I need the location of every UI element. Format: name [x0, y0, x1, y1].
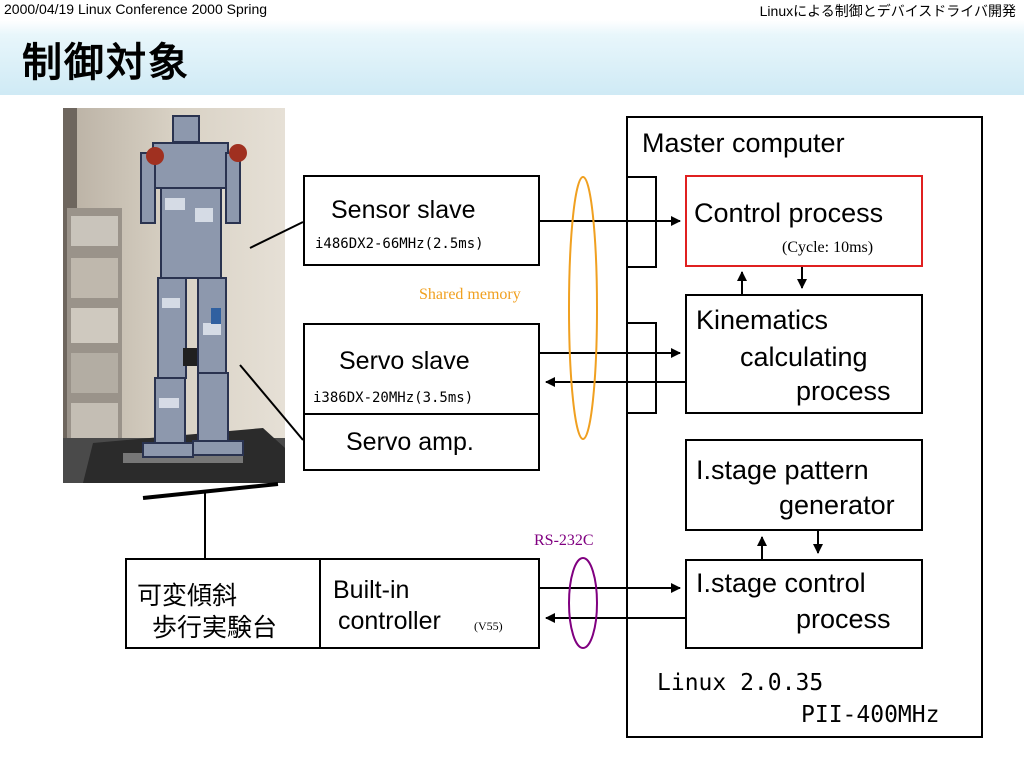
servo-amp-box — [303, 413, 540, 471]
pattern-generator-box — [685, 439, 923, 531]
control-process-label: Control process — [694, 198, 884, 228]
control-process-box — [685, 175, 923, 267]
stage-control-box — [685, 559, 923, 649]
stage-control-line1: I.stage control — [696, 568, 866, 598]
pattern-generator-line1: I.stage pattern — [696, 455, 869, 485]
header-band — [0, 0, 1024, 95]
kinematics-line2: calculating — [740, 342, 868, 372]
servo-slave-label: Servo slave — [339, 347, 470, 375]
builtin-line2: controller — [338, 607, 441, 635]
cpu-label: PII-400MHz — [801, 702, 940, 728]
builtin-controller-box — [319, 558, 540, 649]
kinematics-line3: process — [796, 376, 891, 406]
rs232c-label: RS-232C — [534, 532, 594, 549]
sensor-slave-box — [303, 175, 540, 266]
shared-memory-label: Shared memory — [419, 286, 521, 303]
robot-photo — [63, 108, 285, 483]
sensor-slave-label: Sensor slave — [331, 196, 476, 224]
walking-table-box — [125, 558, 321, 649]
walking-table-line1: 可変傾斜 — [137, 583, 238, 610]
control-cycle-label: (Cycle: 10ms) — [782, 239, 874, 256]
servo-amp-label: Servo amp. — [346, 428, 474, 456]
servo-slave-spec: i386DX-20MHz(3.5ms) — [313, 390, 474, 406]
sensor-slave-spec: i486DX2-66MHz(2.5ms) — [315, 236, 484, 252]
rs232c-ellipse — [568, 557, 598, 649]
shared-memory-ellipse — [568, 176, 598, 440]
stage-control-line2: process — [796, 604, 891, 634]
master-computer-label: Master computer — [642, 128, 845, 158]
kinematics-box — [685, 294, 923, 414]
header-right-text: Linuxによる制御とデバイスドライバ開発 — [759, 3, 1016, 19]
builtin-sub: (V55) — [474, 619, 503, 633]
header-left-text: 2000/04/19 Linux Conference 2000 Spring — [4, 1, 268, 17]
os-version-label: Linux 2.0.35 — [657, 670, 824, 696]
page-title: 制御対象 — [22, 40, 190, 86]
servo-slave-box — [303, 323, 540, 415]
master-computer-box — [626, 116, 983, 738]
pattern-generator-line2: generator — [779, 490, 895, 520]
kinematics-line1: Kinematics — [696, 305, 829, 335]
builtin-line1: Built-in — [333, 576, 410, 604]
walking-table-line2: 歩行実験台 — [152, 615, 278, 642]
